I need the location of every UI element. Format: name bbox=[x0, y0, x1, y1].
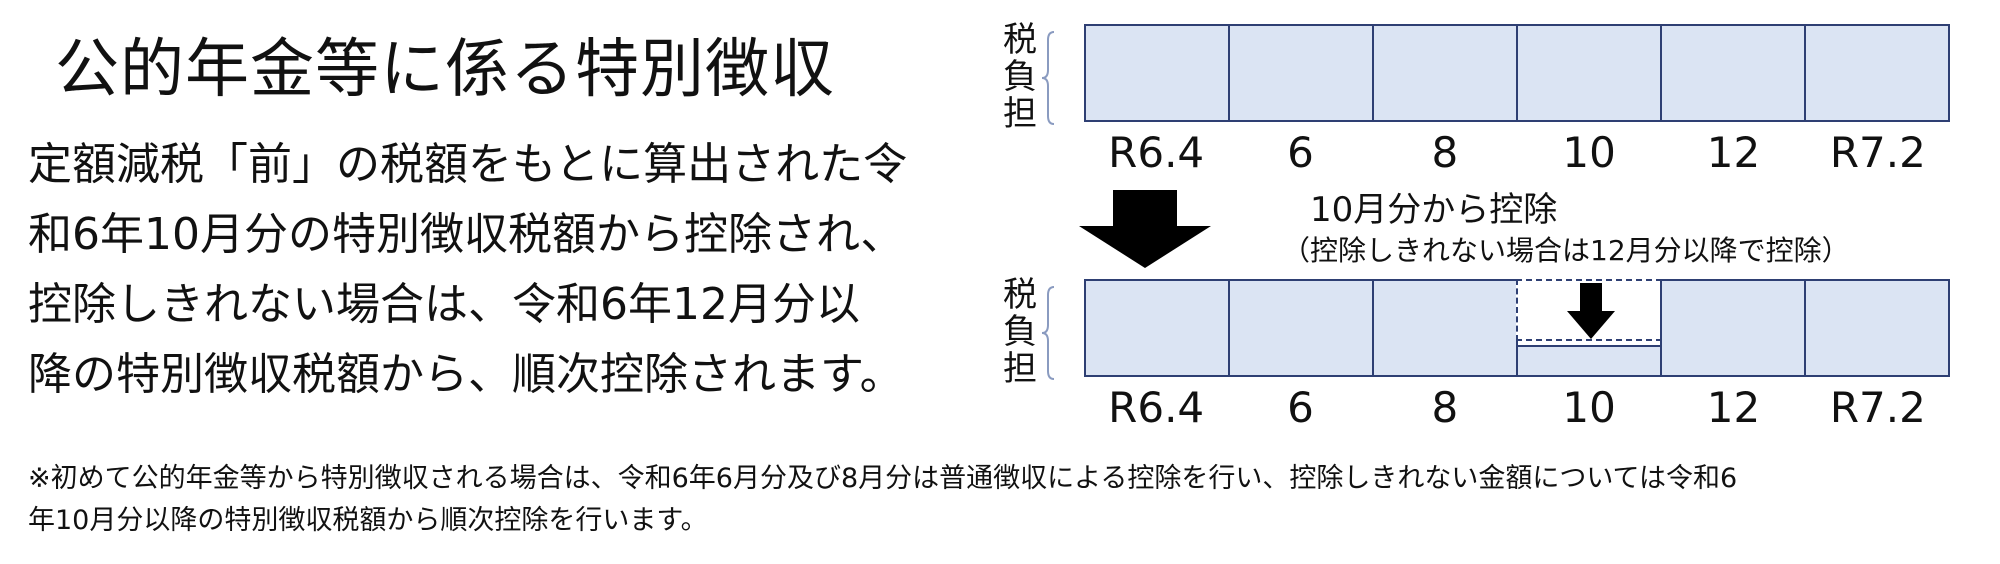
bar-segment bbox=[1660, 26, 1804, 120]
tax-burden-label-char: 負 bbox=[1003, 57, 1037, 97]
period-axis: R6.4 6 8 10 12 R7.2 bbox=[1084, 128, 1950, 178]
period-tick: R7.2 bbox=[1829, 383, 1926, 432]
period-tick: R7.2 bbox=[1829, 128, 1926, 177]
bar-segment bbox=[1804, 26, 1948, 120]
deducted-bar-segment bbox=[1516, 279, 1662, 375]
tax-burden-label: 税 負 担 bbox=[1000, 277, 1040, 388]
brace-icon bbox=[1041, 286, 1055, 380]
deduction-label: 10月分から控除 bbox=[1310, 190, 1558, 230]
description-line: 定額減税「前」の税額をもとに算出された令 bbox=[28, 139, 908, 190]
period-tick: 6 bbox=[1287, 383, 1314, 432]
period-axis: R6.4 6 8 10 12 R7.2 bbox=[1084, 383, 1950, 433]
tax-burden-label-char: 税 bbox=[1003, 20, 1037, 60]
down-arrow-icon bbox=[1567, 283, 1615, 339]
bar-segment bbox=[1372, 281, 1516, 375]
down-arrow-icon bbox=[1079, 190, 1211, 268]
footnote-line: 年10月分以降の特別徴収税額から順次控除を行います。 bbox=[28, 505, 708, 536]
deduction-note: （控除しきれない場合は12月分以降で控除） bbox=[1282, 234, 1850, 267]
bar-segment bbox=[1086, 26, 1228, 120]
bar-segment bbox=[1516, 26, 1660, 120]
footnote: ※初めて公的年金等から特別徴収される場合は、令和6年6月分及び8月分は普通徴収に… bbox=[28, 458, 1978, 542]
tax-bar bbox=[1084, 279, 1950, 377]
brace-icon bbox=[1041, 31, 1055, 125]
description-line: 降の特別徴収税額から、順次控除されます。 bbox=[28, 349, 904, 400]
footnote-line: ※初めて公的年金等から特別徴収される場合は、令和6年6月分及び8月分は普通徴収に… bbox=[28, 463, 1738, 494]
bar-segment bbox=[1372, 26, 1516, 120]
tax-burden-label: 税 負 担 bbox=[1000, 22, 1040, 133]
bar-segment bbox=[1086, 281, 1228, 375]
description-line: 控除しきれない場合は、令和6年12月分以 bbox=[28, 279, 860, 330]
period-tick: R6.4 bbox=[1108, 383, 1205, 432]
period-tick: 8 bbox=[1431, 383, 1459, 432]
period-tick: 6 bbox=[1287, 128, 1314, 177]
tax-burden-label-char: 負 bbox=[1003, 312, 1037, 352]
tax-burden-timeline-after: 税 負 担 R6.4 6 8 10 12 R7.2 bbox=[1000, 255, 1960, 495]
tax-burden-label-char: 税 bbox=[1003, 275, 1037, 315]
bar-segment bbox=[1804, 281, 1948, 375]
period-tick: R6.4 bbox=[1108, 128, 1205, 177]
tax-burden-timeline-before: 税 負 担 R6.4 6 8 10 12 R7.2 bbox=[1000, 0, 1960, 240]
page-title: 公的年金等に係る特別徴収 bbox=[55, 33, 835, 107]
tax-bar bbox=[1084, 24, 1950, 122]
remaining-portion bbox=[1518, 345, 1660, 375]
bar-segment bbox=[1228, 26, 1372, 120]
period-tick: 10 bbox=[1562, 128, 1616, 177]
bar-segment bbox=[1660, 281, 1804, 375]
period-tick: 12 bbox=[1706, 383, 1761, 432]
tax-burden-label-char: 担 bbox=[1003, 349, 1037, 389]
description-text: 定額減税「前」の税額をもとに算出された令 和6年10月分の特別徴収税額から控除さ… bbox=[28, 130, 948, 410]
description-line: 和6年10月分の特別徴収税額から控除され、 bbox=[28, 209, 905, 260]
period-tick: 10 bbox=[1562, 383, 1616, 432]
period-tick: 12 bbox=[1706, 128, 1761, 177]
bar-segment bbox=[1228, 281, 1372, 375]
deducted-portion bbox=[1516, 279, 1662, 341]
period-tick: 8 bbox=[1431, 128, 1459, 177]
tax-burden-label-char: 担 bbox=[1003, 94, 1037, 134]
